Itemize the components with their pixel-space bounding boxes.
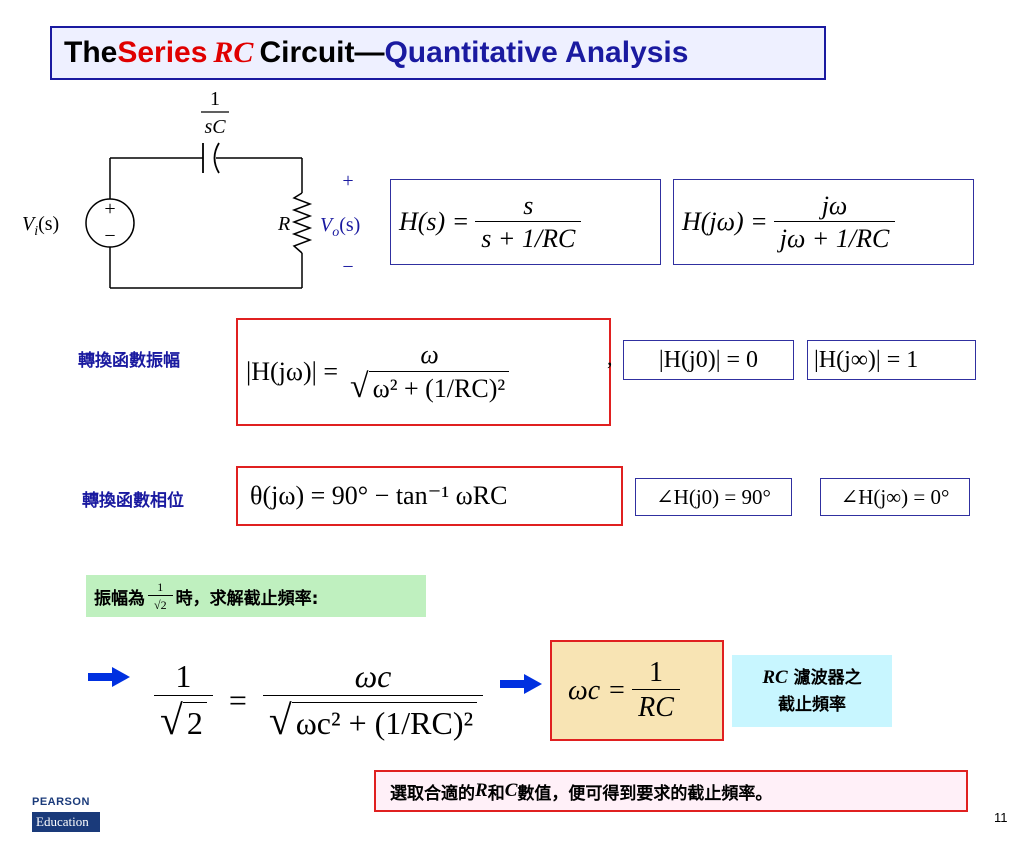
magnitude-hinf-box: |H(j∞)| = 1 [807, 340, 976, 380]
solve-lhs-fraction: 1 √ 2 [154, 658, 213, 742]
title-the: The [64, 36, 118, 69]
sqrt-symbol: √ [350, 368, 369, 405]
phase-hinf: ∠H(j∞) = 0° [840, 484, 950, 509]
title-quantitative: Quantitative Analysis [384, 36, 689, 69]
result-numerator: 1 [648, 657, 663, 688]
arrow-right-icon [88, 667, 130, 687]
cap-label-num: 1 [210, 88, 220, 110]
magnitude-h0-box: |H(j0)| = 0 [623, 340, 794, 380]
solve-lhs-denominator: 2 [182, 701, 207, 742]
source-minus: − [104, 225, 115, 247]
magnitude-hinf: |H(j∞)| = 1 [814, 346, 919, 373]
bottom-note-p3: 數值，便可得到要求的截止頻率。 [517, 783, 773, 804]
rc-note-line1: 濾波器之 [787, 668, 862, 688]
hjw-equation-box: H(jω) = jω jω + 1/RC [673, 179, 974, 265]
magnitude-equation-box: |H(jω)| = ω √ ω² + (1/RC)² [236, 318, 611, 426]
bottom-note-box: 選取合適的 R 和 C 數值，便可得到要求的截止頻率。 [374, 770, 968, 812]
pearson-education-logo: PEARSON Education [32, 796, 100, 843]
sqrt-symbol: √ [268, 697, 292, 743]
vout-plus: + [342, 170, 353, 192]
magnitude-comma: , [607, 345, 613, 370]
phase-hinf-box: ∠H(j∞) = 0° [820, 478, 970, 516]
source-label: Vi(s) [22, 213, 59, 239]
phase-equation-box: θ(jω) = 90° − tan⁻¹ ωRC [236, 466, 623, 526]
magnitude-sqrt: √ ω² + (1/RC)² [350, 368, 510, 405]
magnitude-h0: |H(j0)| = 0 [658, 346, 759, 373]
magnitude-lhs: |H(jω)| = [246, 357, 339, 386]
result-denominator: RC [632, 689, 680, 724]
bottom-note-c: C [504, 780, 518, 801]
cutoff-instruction-box: 振幅為 1 √2 時，求解截止頻率: [86, 575, 426, 617]
hs-equation-box: H(s) = s s + 1/RC [390, 179, 661, 265]
arrow-right-icon [500, 674, 542, 694]
resistor-label: R [277, 213, 290, 235]
hs-numerator: s [523, 190, 534, 220]
magnitude-denominator: ω² + (1/RC)² [368, 370, 510, 404]
cutoff-equation: 1 √ 2 = ωc √ ωc² + (1/RC)² [148, 640, 489, 760]
resistor-symbol [291, 192, 313, 254]
cap-label-den: sC [204, 116, 226, 138]
solve-rhs-fraction: ωc √ ωc² + (1/RC)² [262, 658, 484, 743]
solve-rhs-numerator: ωc [354, 658, 392, 694]
cutoff-fraction: 1 √2 [148, 580, 173, 613]
slide-title: The Series RC Circuit — Quantitative Ana… [50, 26, 826, 80]
title-rc: RC [213, 36, 254, 69]
phase-expression: θ(jω) = 90° − tan⁻¹ ωRC [250, 481, 508, 510]
source-plus: + [104, 198, 115, 220]
magnitude-fraction: ω √ ω² + (1/RC)² [344, 340, 515, 404]
phase-h0-box: ∠H(j0) = 90° [635, 478, 792, 516]
page-number: 11 [994, 810, 1008, 825]
hjw-numerator: jω [821, 190, 848, 220]
title-circuit: Circuit [259, 36, 355, 69]
phase-label: 轉換函數相位 [82, 491, 184, 511]
cutoff-result-box: ωc = 1 RC [550, 640, 724, 741]
voltage-source-symbol [85, 198, 135, 248]
sqrt-symbol: √ [160, 697, 183, 743]
logo-line2: Education [32, 812, 100, 832]
magnitude-label: 轉換函數振幅 [78, 351, 180, 371]
hs-lhs: H(s) = [399, 207, 470, 236]
bottom-note-r: R [475, 780, 488, 801]
vout-minus: − [342, 256, 353, 278]
rc-circuit-diagram: 1 sC + − Vi(s) R + Vo(s) − [22, 88, 360, 289]
bottom-note-p2: 和 [487, 783, 505, 804]
logo-line1: PEARSON [32, 796, 90, 808]
solve-lhs-numerator: 1 [175, 658, 192, 694]
capacitor-plate-right [213, 142, 220, 174]
result-fraction: 1 RC [632, 657, 680, 724]
hs-denominator: s + 1/RC [475, 220, 582, 254]
cutoff-prefix: 振幅為 [94, 588, 145, 609]
rc-note-line2: 截止頻率 [778, 694, 846, 715]
solve-rhs-denominator: ωc² + (1/RC)² [291, 701, 478, 742]
result-lhs: ωc = [568, 674, 627, 706]
hjw-denominator: jω + 1/RC [773, 220, 896, 254]
title-dash: — [354, 36, 385, 69]
title-series: Series [117, 36, 208, 69]
bottom-note-p1: 選取合適的 [390, 783, 475, 804]
vout-label: Vo(s) [320, 214, 360, 240]
magnitude-numerator: ω [420, 340, 439, 369]
hjw-fraction: jω jω + 1/RC [773, 190, 896, 254]
solve-equals: = [228, 681, 247, 718]
hjw-lhs: H(jω) = [682, 207, 768, 236]
phase-h0: ∠H(j0) = 90° [656, 484, 771, 509]
rc-note-rc: RC [762, 667, 788, 688]
rc-cutoff-note: RC 濾波器之 截止頻率 [732, 655, 892, 727]
cutoff-suffix: 時，求解截止頻率: [175, 588, 319, 609]
hs-fraction: s s + 1/RC [475, 190, 582, 254]
